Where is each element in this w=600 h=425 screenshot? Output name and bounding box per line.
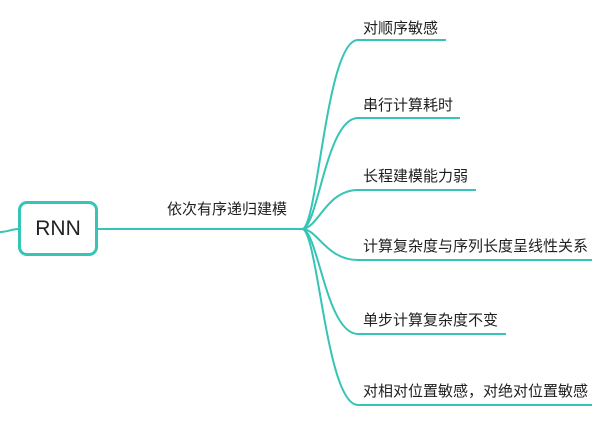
leaf-node-1[interactable]: 对顺序敏感: [363, 19, 439, 37]
leaf-edge-5: [301, 228, 506, 335]
leaf-node-5[interactable]: 单步计算复杂度不变: [363, 311, 499, 329]
root-node[interactable]: RNN: [18, 201, 98, 256]
leaf-edge-2: [301, 117, 460, 230]
leaf-edge-1: [301, 39, 446, 230]
leaf-node-6[interactable]: 对相对位置敏感，对绝对位置敏感: [363, 382, 589, 400]
leaf-node-3[interactable]: 长程建模能力弱: [363, 167, 469, 185]
branch-node-label[interactable]: 依次有序递归建模: [167, 200, 288, 218]
leaf-edge-3: [301, 189, 476, 230]
root-label: RNN: [35, 216, 81, 240]
incoming-edge: [0, 228, 19, 233]
leaf-edges: [301, 39, 592, 406]
leaf-edge-4: [301, 228, 592, 261]
leaf-edge-6: [301, 228, 592, 406]
leaf-node-2[interactable]: 串行计算耗时: [363, 96, 454, 114]
leaf-node-4[interactable]: 计算复杂度与序列长度呈线性关系: [363, 237, 589, 255]
